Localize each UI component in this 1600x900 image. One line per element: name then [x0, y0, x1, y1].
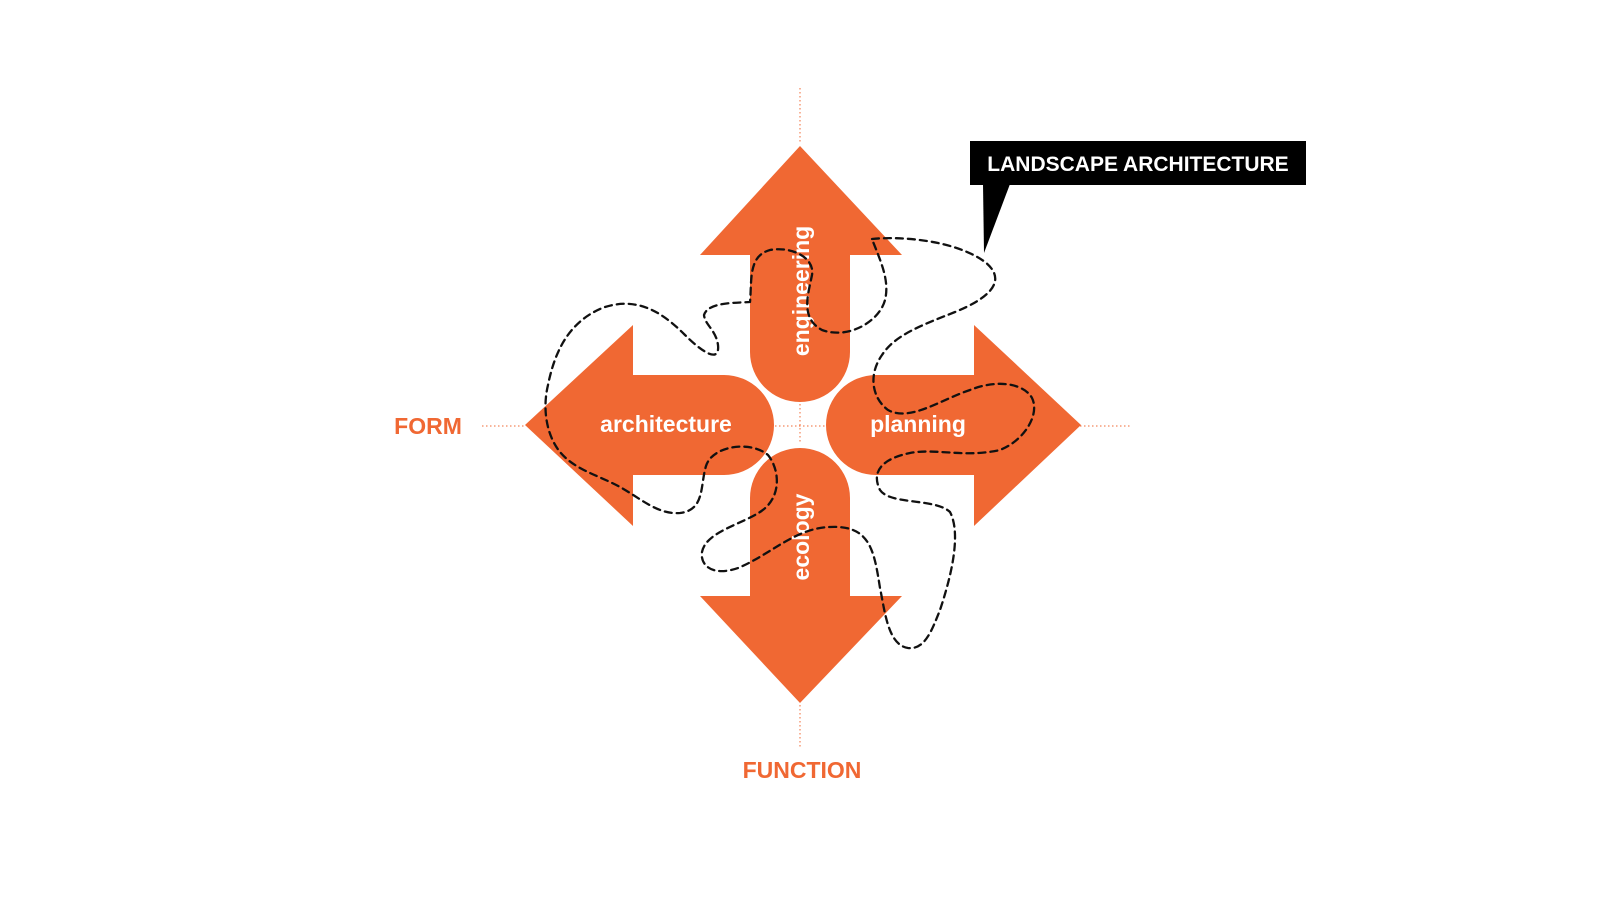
- arrow-up-label: engineering: [788, 226, 814, 356]
- callout: LANDSCAPE ARCHITECTURE: [970, 141, 1306, 253]
- arrows: [525, 146, 1081, 703]
- arrow-down-label: ecology: [788, 493, 814, 580]
- arrow-up: [700, 146, 902, 402]
- arrow-down: [700, 448, 902, 703]
- axis-label-form: FORM: [394, 413, 462, 439]
- arrow-left: [525, 325, 774, 526]
- callout-pointer: [983, 184, 1010, 253]
- callout-box: [970, 141, 1306, 185]
- arrow-left-label: architecture: [600, 411, 732, 437]
- arrow-right: [826, 325, 1081, 526]
- arrow-right-label: planning: [870, 411, 966, 437]
- axis-label-function: FUNCTION: [743, 757, 862, 783]
- landscape-architecture-outline: [544, 236, 1036, 650]
- callout-label: LANDSCAPE ARCHITECTURE: [987, 153, 1288, 176]
